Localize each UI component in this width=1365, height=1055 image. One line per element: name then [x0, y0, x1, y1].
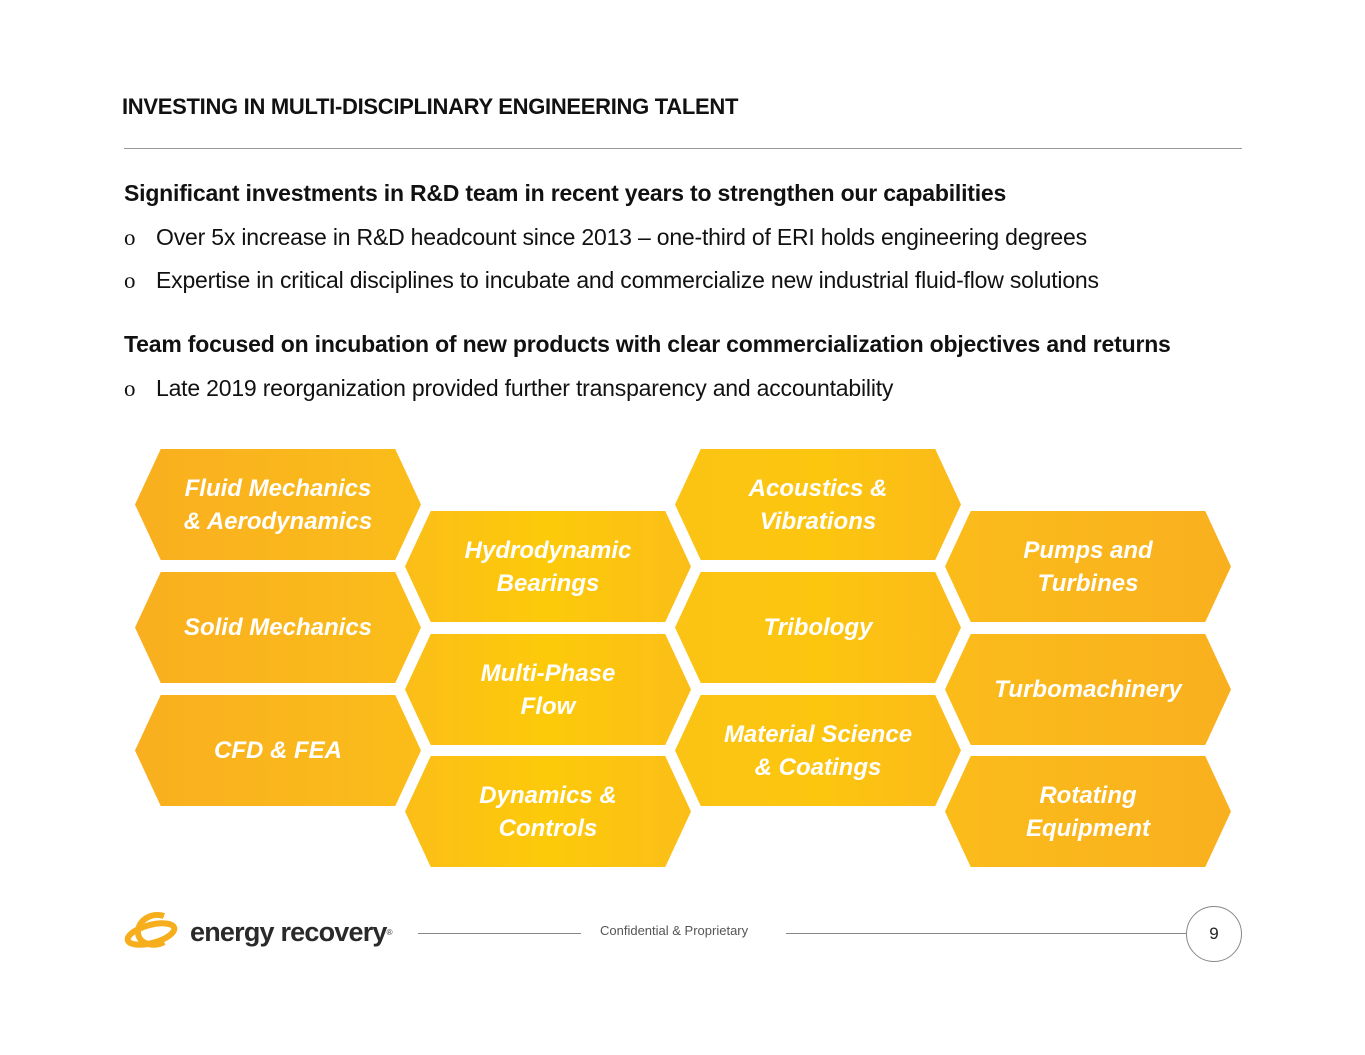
bullet-text: Expertise in critical disciplines to inc…: [156, 267, 1099, 293]
page-number: 9: [1186, 906, 1242, 962]
slide-title: INVESTING IN MULTI-DISCIPLINARY ENGINEER…: [122, 94, 739, 119]
discipline-hexagon: Turbomachinery: [945, 634, 1231, 745]
bullet-text: Late 2019 reorganization provided furthe…: [156, 375, 894, 401]
bullet-item: o Over 5x increase in R&D headcount since…: [124, 224, 1087, 251]
confidential-label: Confidential & Proprietary: [600, 923, 749, 938]
logo-text: energy recovery: [190, 916, 387, 947]
bullet-marker: o: [124, 268, 136, 293]
company-logo: energy recovery®: [124, 910, 393, 954]
title-divider: [124, 148, 1242, 149]
discipline-hexagon: Rotating Equipment: [945, 756, 1231, 867]
bullet-text: Over 5x increase in R&D headcount since …: [156, 224, 1087, 250]
discipline-hexagon: Pumps and Turbines: [945, 511, 1231, 622]
bullet-item: o Late 2019 reorganization provided furth…: [124, 375, 893, 402]
footer-line-right: [786, 933, 1186, 934]
discipline-hexagon: Solid Mechanics: [135, 572, 421, 683]
discipline-hexagon: Tribology: [675, 572, 961, 683]
section-heading: Significant investments in R&D team in r…: [124, 180, 1007, 206]
bullet-marker: o: [124, 376, 136, 401]
discipline-hexagon: CFD & FEA: [135, 695, 421, 806]
section-heading: Team focused on incubation of new produc…: [124, 331, 1171, 357]
discipline-hexagon: Hydrodynamic Bearings: [405, 511, 691, 622]
discipline-hexagon: Multi-Phase Flow: [405, 634, 691, 745]
footer-line-left: [418, 933, 581, 934]
discipline-hexagon: Fluid Mechanics & Aerodynamics: [135, 449, 421, 560]
bullet-marker: o: [124, 225, 136, 250]
discipline-hexagon: Dynamics & Controls: [405, 756, 691, 867]
discipline-hexagon: Acoustics & Vibrations: [675, 449, 961, 560]
discipline-hexagon: Material Science & Coatings: [675, 695, 961, 806]
bullet-item: o Expertise in critical disciplines to in…: [124, 267, 1099, 294]
logo-swirl-icon: [124, 912, 178, 948]
